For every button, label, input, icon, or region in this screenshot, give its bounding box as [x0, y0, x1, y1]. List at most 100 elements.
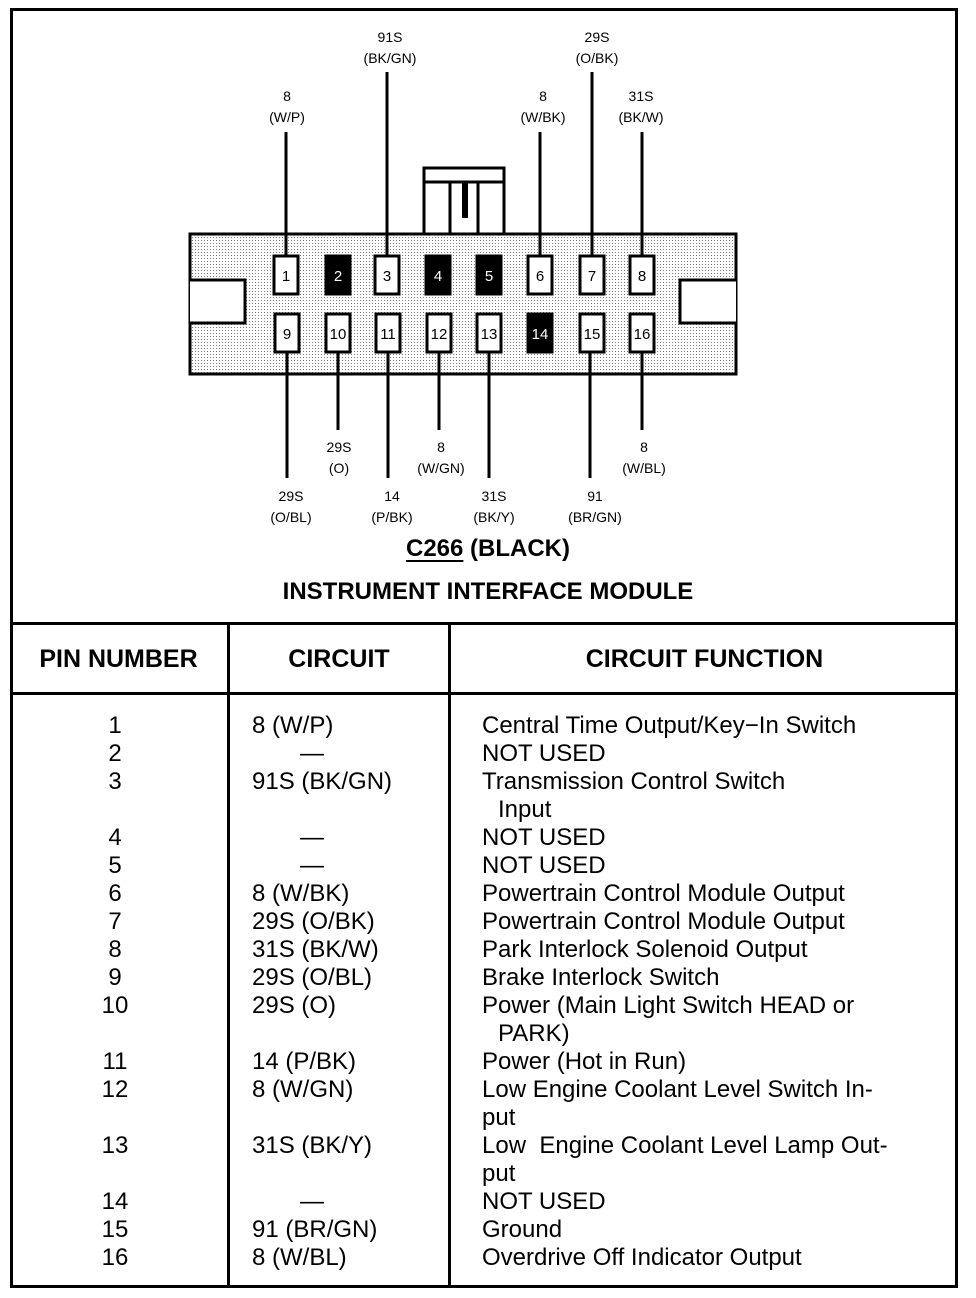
connector-title: C266 (BLACK)	[0, 535, 976, 563]
pin-8: 8	[628, 254, 656, 296]
circuit-cell: 8 (W/BK)	[252, 880, 350, 907]
wire-label-pin-3: 91S (BK/GN)	[345, 27, 435, 69]
pin-number-label: 10	[330, 326, 347, 343]
function-cell: Power (Hot in Run)	[482, 1048, 687, 1075]
wire-number: 91S	[377, 29, 403, 45]
function-cell: NOT USED	[482, 740, 606, 767]
pin-number-cell: 2	[108, 740, 122, 767]
pin-number-cell: 3	[108, 768, 122, 795]
wire-number: 29S	[584, 29, 610, 45]
wire-label-pin-9: 29S (O/BL)	[246, 486, 336, 528]
pin-number-label: 13	[481, 326, 498, 343]
pin-number-cell: 13	[101, 1132, 129, 1159]
pin-number-label: 11	[380, 326, 396, 343]
wire-number: 8	[283, 88, 291, 104]
pin-13: 13	[475, 312, 503, 354]
wire-color: (BK/GN)	[363, 50, 417, 66]
column-divider	[227, 622, 230, 1288]
circuit-cell: 29S (O/BK)	[252, 908, 375, 935]
pin-6: 6	[526, 254, 554, 296]
function-cell: Ground	[482, 1216, 563, 1243]
pin-15: 15	[578, 312, 606, 354]
pin-number-cell: 10	[101, 992, 129, 1019]
wire-number: 31S	[481, 488, 507, 504]
function-cell: NOT USED	[482, 824, 606, 851]
wire-number: 8	[539, 88, 547, 104]
connector-latch	[422, 166, 506, 236]
pin-number-cell: 9	[108, 964, 122, 991]
pin-number-label: 2	[334, 268, 342, 285]
function-cell: Overdrive Off Indicator Output	[482, 1244, 802, 1271]
function-cell: Brake Interlock Switch	[482, 964, 720, 991]
wire-color: (P/BK)	[371, 509, 413, 525]
wire-label-pin-10: 29S (O)	[294, 437, 384, 479]
function-cell: Powertrain Control Module Output	[482, 880, 845, 907]
circuit-cell: —	[300, 740, 324, 767]
pin-number-cell: 4	[108, 824, 122, 851]
pin-10: 10	[324, 312, 352, 354]
wire-number: 31S	[628, 88, 654, 104]
wire-color: (O/BK)	[575, 50, 619, 66]
circuit-cell: 29S (O)	[252, 992, 337, 1019]
header-pin-number: PIN NUMBER	[39, 645, 198, 673]
circuit-cell: 29S (O/BL)	[252, 964, 373, 991]
pin-number-label: 16	[634, 326, 651, 343]
pin-number-label: 9	[283, 326, 291, 343]
pin-number-label: 5	[485, 268, 493, 285]
pin-number-label: 15	[584, 326, 601, 343]
function-cell: Park Interlock Solenoid Output	[482, 936, 808, 963]
pin-16: 16	[628, 312, 656, 354]
module-title: INSTRUMENT INTERFACE MODULE	[282, 578, 694, 605]
header-circuit-function: CIRCUIT FUNCTION	[585, 645, 824, 673]
pin-4: 4	[424, 254, 452, 296]
circuit-cell: 14 (P/BK)	[252, 1048, 357, 1075]
function-cell: Low Engine Coolant Level Switch In-	[482, 1076, 873, 1103]
circuit-cell: 31S (BK/Y)	[252, 1132, 373, 1159]
function-cell: NOT USED	[482, 1188, 606, 1215]
wire-label-pin-13: 31S (BK/Y)	[449, 486, 539, 528]
circuit-cell: —	[300, 852, 324, 879]
pin-number-label: 14	[532, 326, 549, 343]
function-cell: Central Time Output/Key−In Switch	[482, 712, 857, 739]
function-cell: NOT USED	[482, 852, 606, 879]
function-cell-continuation: Input	[498, 796, 552, 823]
pin-number-cell: 15	[101, 1216, 129, 1243]
table-top-rule	[10, 622, 958, 625]
column-divider	[448, 622, 451, 1288]
pin-number-cell: 8	[108, 936, 122, 963]
connector-color: (BLACK)	[470, 535, 571, 562]
function-cell: Power (Main Light Switch HEAD or	[482, 992, 855, 1019]
wire-color: (O)	[328, 460, 350, 476]
pin-9: 9	[273, 312, 301, 354]
wire-color: (W/GN)	[417, 460, 465, 476]
wire-label-pin-16: 8 (W/BL)	[599, 437, 689, 479]
pin-number-label: 7	[588, 268, 596, 285]
pin-number-cell: 12	[101, 1076, 129, 1103]
pin-2: 2	[324, 254, 352, 296]
wire-number: 29S	[278, 488, 304, 504]
pin-number-cell: 7	[108, 908, 122, 935]
pin-number-label: 4	[434, 268, 442, 285]
pin-number-label: 8	[638, 268, 646, 285]
circuit-cell: 31S (BK/W)	[252, 936, 379, 963]
circuit-cell: —	[300, 824, 324, 851]
pin-number-cell: 16	[101, 1244, 129, 1271]
connector-id: C266	[405, 535, 464, 562]
pin-number-cell: 14	[101, 1188, 129, 1215]
pin-number-cell: 11	[102, 1048, 128, 1075]
pin-number-cell: 5	[108, 852, 122, 879]
wire-label-pin-6: 8 (W/BK)	[498, 86, 588, 128]
wire-color: (BK/Y)	[473, 509, 515, 525]
pin-1: 1	[272, 254, 300, 296]
wire-label-pin-11: 14 (P/BK)	[347, 486, 437, 528]
function-cell: Transmission Control Switch	[482, 768, 786, 795]
wire-number: 29S	[326, 439, 352, 455]
wire-number: 14	[384, 488, 400, 504]
circuit-cell: 91 (BR/GN)	[252, 1216, 378, 1243]
circuit-cell: 8 (W/BL)	[252, 1244, 347, 1271]
page-frame	[10, 8, 958, 1288]
function-cell: Low Engine Coolant Level Lamp Out-	[482, 1132, 888, 1159]
wire-label-pin-7: 29S (O/BK)	[552, 27, 642, 69]
pin-3: 3	[373, 254, 401, 296]
